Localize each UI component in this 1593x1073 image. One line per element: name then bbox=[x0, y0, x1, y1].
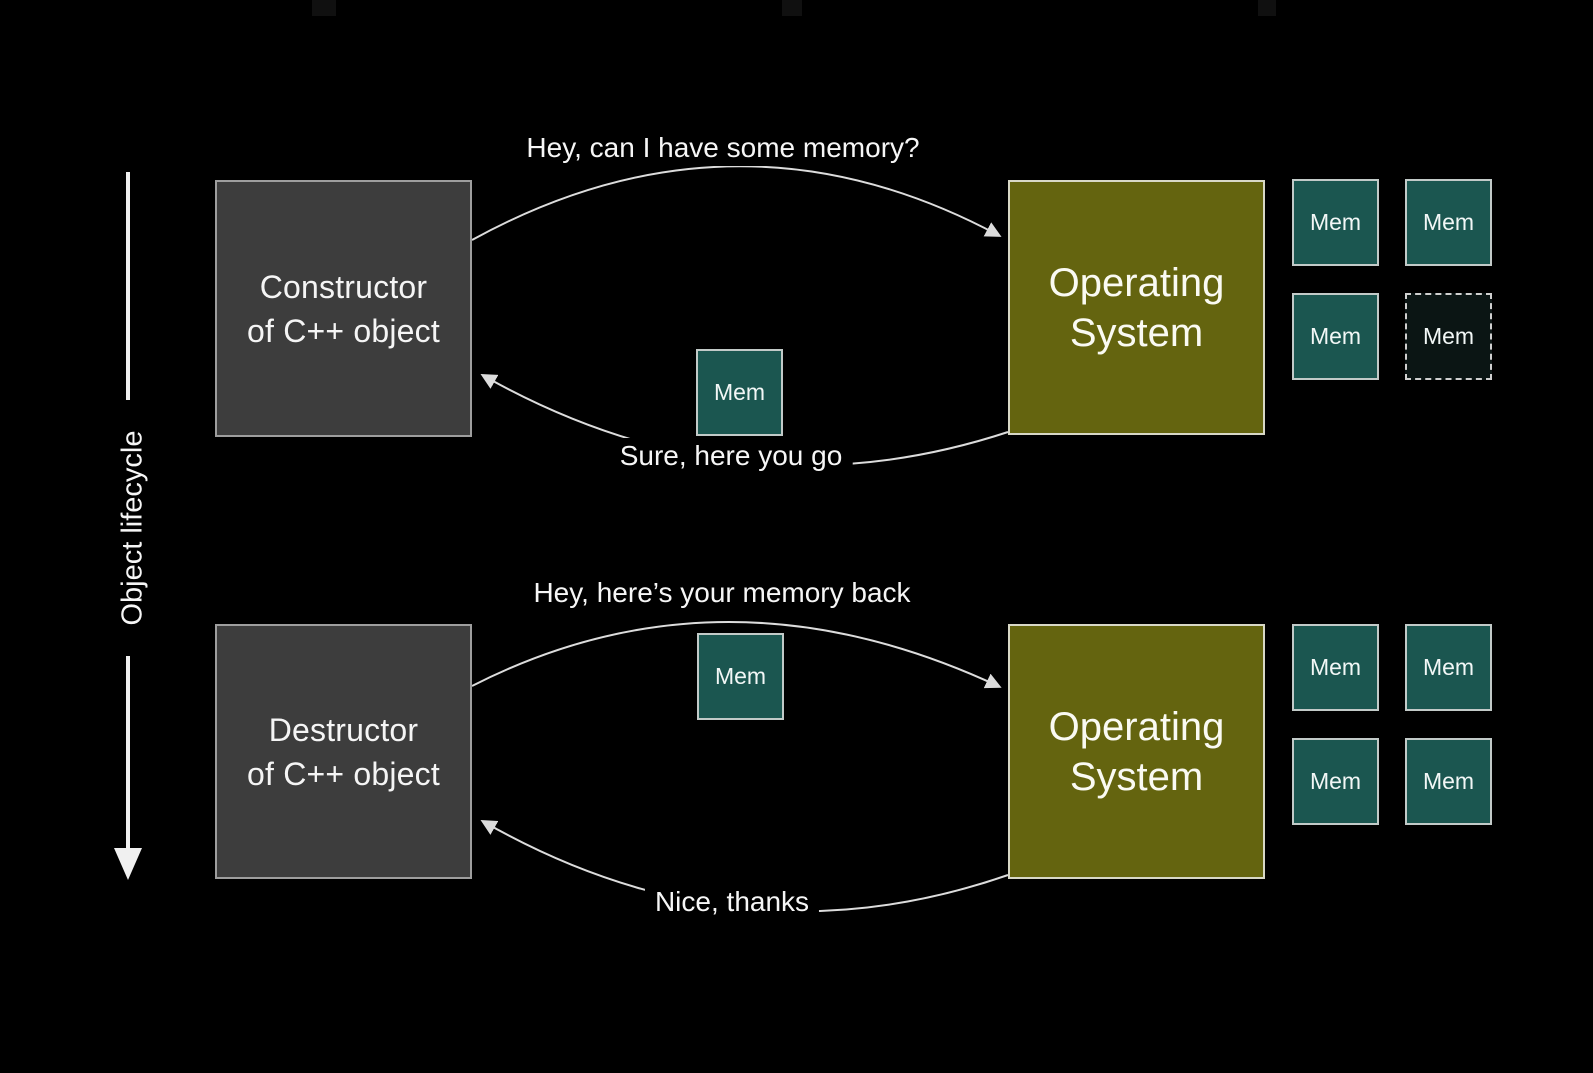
os-mem-cell: Mem bbox=[1292, 179, 1379, 266]
lifecycle-axis-arrowhead bbox=[114, 848, 142, 880]
mem-transfer-box-bottom: Mem bbox=[697, 633, 784, 720]
arrow-request-memory bbox=[471, 165, 1002, 241]
constructor-box: Constructor of C++ object bbox=[215, 180, 472, 437]
request-memory-label: Hey, can I have some memory? bbox=[516, 130, 930, 166]
operating-system-box-bottom: Operating System bbox=[1008, 624, 1265, 879]
os-mem-cell: Mem bbox=[1292, 738, 1379, 825]
destructor-box: Destructor of C++ object bbox=[215, 624, 472, 879]
os-mem-cell: Mem bbox=[1405, 179, 1492, 266]
os-mem-cell: Mem bbox=[1405, 624, 1492, 711]
destructor-label: Destructor of C++ object bbox=[247, 711, 440, 792]
operating-system-label: Operating System bbox=[1048, 704, 1225, 799]
os-mem-cell: Mem bbox=[1292, 624, 1379, 711]
lifecycle-axis-label: Object lifecycle bbox=[116, 430, 149, 626]
thanks-label: Nice, thanks bbox=[644, 884, 820, 920]
top-edge-artifact bbox=[782, 0, 802, 16]
mem-transfer-box-top: Mem bbox=[696, 349, 783, 436]
constructor-label: Constructor of C++ object bbox=[247, 268, 440, 349]
os-mem-cell-given-away: Mem bbox=[1405, 293, 1492, 380]
arrow-return-memory bbox=[471, 621, 1002, 689]
operating-system-label: Operating System bbox=[1048, 260, 1225, 355]
top-edge-artifact bbox=[312, 0, 336, 16]
grant-memory-label: Sure, here you go bbox=[609, 438, 853, 474]
return-memory-label: Hey, here’s your memory back bbox=[523, 575, 921, 611]
os-mem-cell: Mem bbox=[1405, 738, 1492, 825]
os-mem-cell: Mem bbox=[1292, 293, 1379, 380]
operating-system-box-top: Operating System bbox=[1008, 180, 1265, 435]
top-edge-artifact bbox=[1258, 0, 1276, 16]
